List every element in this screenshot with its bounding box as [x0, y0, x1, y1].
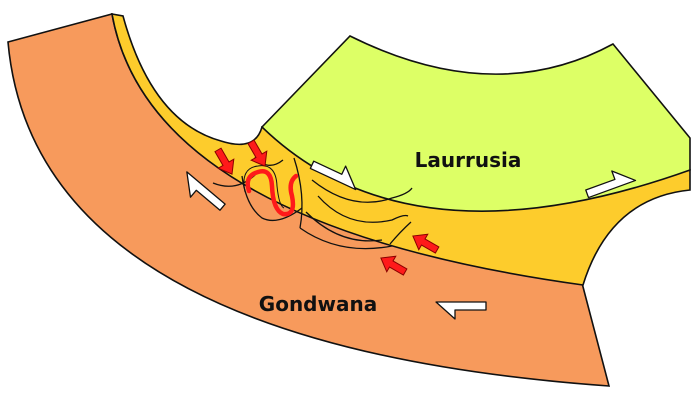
laurrusia-label: Laurrusia — [415, 148, 522, 172]
gondwana-label: Gondwana — [259, 292, 377, 316]
